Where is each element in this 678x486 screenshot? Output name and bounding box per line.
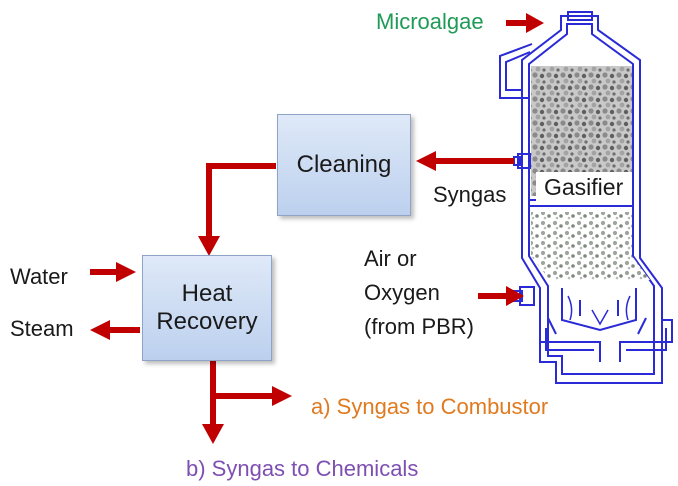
syngas-label: Syngas (433, 182, 507, 207)
steam-label: Steam (10, 316, 74, 341)
water-label: Water (10, 264, 68, 289)
syngas-to-combustor-label: a) Syngas to Combustor (311, 394, 549, 419)
air-label-line2: Oxygen (364, 280, 440, 305)
air-label-line3: (from PBR) (364, 314, 474, 339)
air-label-line1: Air or (364, 246, 417, 271)
heat-recovery-box: Heat Recovery (142, 255, 272, 361)
microalgae-arrow (506, 13, 544, 33)
air-inlet-arrow (478, 286, 524, 306)
syngas-to-chemicals-label: b) Syngas to Chemicals (186, 456, 419, 481)
microalgae-label: Microalgae (376, 9, 484, 34)
gasifier-label: Gasifier (544, 174, 624, 200)
heat-recovery-label-line1: Heat (181, 280, 233, 307)
water-inlet-arrow (90, 262, 136, 282)
cleaning-to-heat-recovery-arrow (198, 163, 276, 256)
cleaning-box: Cleaning (277, 114, 411, 216)
syngas-to-cleaning-arrow (416, 151, 514, 171)
heat-recovery-label-line2: Recovery (156, 308, 258, 335)
steam-outlet-arrow (90, 320, 140, 340)
pebble-bed (531, 212, 650, 280)
syngas-output-arrows (202, 360, 292, 444)
cleaning-box-label: Cleaning (296, 151, 392, 178)
